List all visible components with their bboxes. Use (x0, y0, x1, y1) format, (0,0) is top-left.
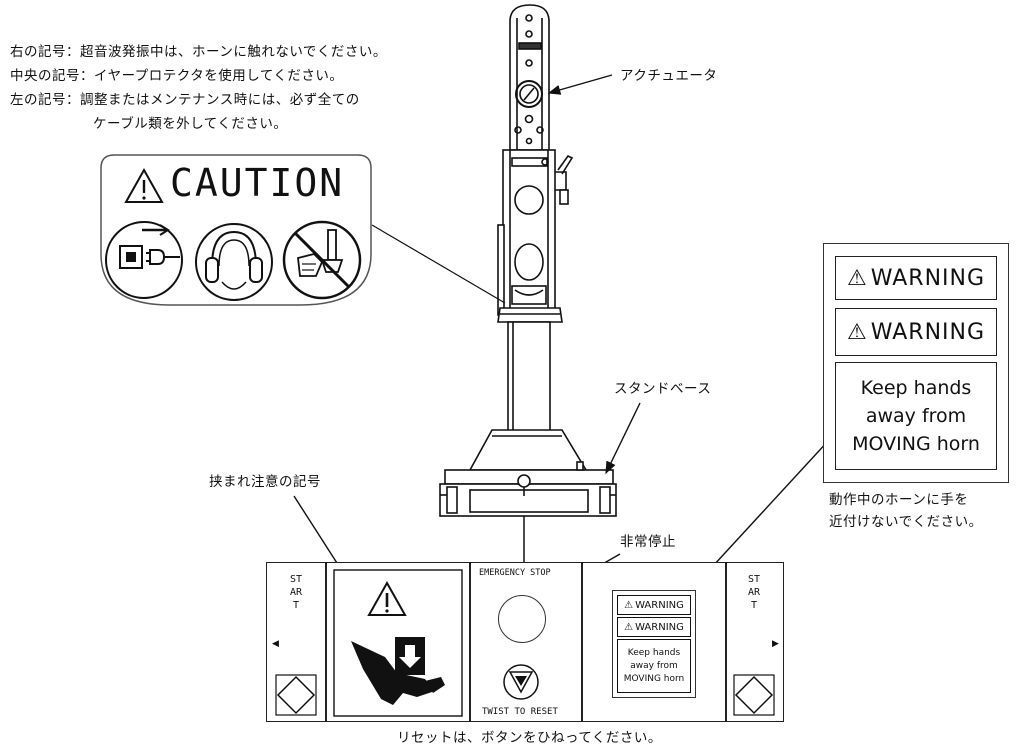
warning-text-line2: away from (865, 405, 967, 427)
warning-icon: ⚠ (846, 319, 867, 345)
small-warning-row-2: ⚠WARNING (617, 617, 691, 637)
note-left-symbol-line1: 左の記号：調整またはメンテナンス時には、必ず全ての (10, 92, 360, 108)
label-reset-note: リセットは、ボタンをひねってください。 (397, 730, 662, 746)
small-warning-text-line1: Keep hands (627, 647, 681, 658)
start-label-right: START (747, 574, 761, 611)
warning-title-2: WARNING (870, 319, 986, 345)
label-warning-note-line2: 近付けないでください。 (829, 514, 983, 530)
start-button-left[interactable] (275, 674, 317, 716)
twist-to-reset-label: TWIST TO RESET (482, 707, 558, 717)
label-actuator: アクチュエータ (620, 68, 718, 84)
warning-icon: ⚠ (624, 621, 634, 633)
label-warning-note-line1: 動作中のホーンに手を (829, 492, 969, 508)
warning-text-box: Keep hands away from MOVING horn (835, 362, 997, 470)
left-triangle-icon: ◀ (272, 639, 279, 649)
note-left-symbol-line2: ケーブル類を外してください。 (93, 116, 288, 132)
stand-base (439, 429, 617, 517)
label-stand-base: スタンドベース (614, 381, 712, 397)
label-emergency-stop: 非常停止 (620, 534, 676, 550)
note-center-symbol: 中央の記号：イヤープロテクタを使用してください。 (10, 68, 344, 84)
warning-text-line3: MOVING horn (852, 433, 980, 455)
twist-reset-icon (503, 664, 539, 700)
warning-icon: ⚠ (624, 599, 634, 611)
warning-row-1: ⚠ WARNING (835, 256, 997, 300)
warning-row-2: ⚠ WARNING (835, 308, 997, 356)
caution-leader-line (371, 224, 506, 304)
note-right-symbol: 右の記号：超音波発振中は、ホーンに触れないでください。 (10, 44, 387, 60)
warning-icon: ⚠ (846, 265, 867, 291)
small-warning-title-2: WARNING (635, 621, 684, 633)
caution-title: CAUTION (170, 161, 345, 205)
warning-label: ⚠ WARNING ⚠ WARNING Keep hands away from… (823, 243, 1009, 483)
emergency-stop-button[interactable] (498, 595, 546, 643)
small-warning-row-1: ⚠WARNING (617, 595, 691, 615)
small-warning-text-box: Keep hands away from MOVING horn (617, 639, 691, 693)
actuator (497, 4, 574, 453)
warning-text-line1: Keep hands (860, 377, 972, 399)
start-label-left: START (289, 574, 303, 611)
label-pinch-symbol: 挟まれ注意の記号 (209, 474, 321, 490)
caution-label: CAUTION (100, 154, 372, 306)
small-warning-text-line2: away from (630, 660, 678, 671)
emergency-stop-label: EMERGENCY STOP (479, 568, 551, 578)
right-triangle-icon: ▶ (772, 639, 779, 649)
small-warning-title-1: WARNING (635, 599, 684, 611)
start-button-right[interactable] (733, 674, 775, 716)
warning-title-1: WARNING (870, 265, 986, 291)
stand-base-arrow (605, 402, 641, 475)
pinch-hazard-symbol (333, 569, 463, 717)
small-warning-label: ⚠WARNING ⚠WARNING Keep hands away from M… (612, 590, 696, 698)
control-panel: START ◀ EMERGENCY STOP TWIST TO RESET ⚠W… (266, 562, 784, 722)
small-warning-text-line3: MOVING horn (623, 673, 685, 684)
actuator-arrow (547, 74, 613, 95)
